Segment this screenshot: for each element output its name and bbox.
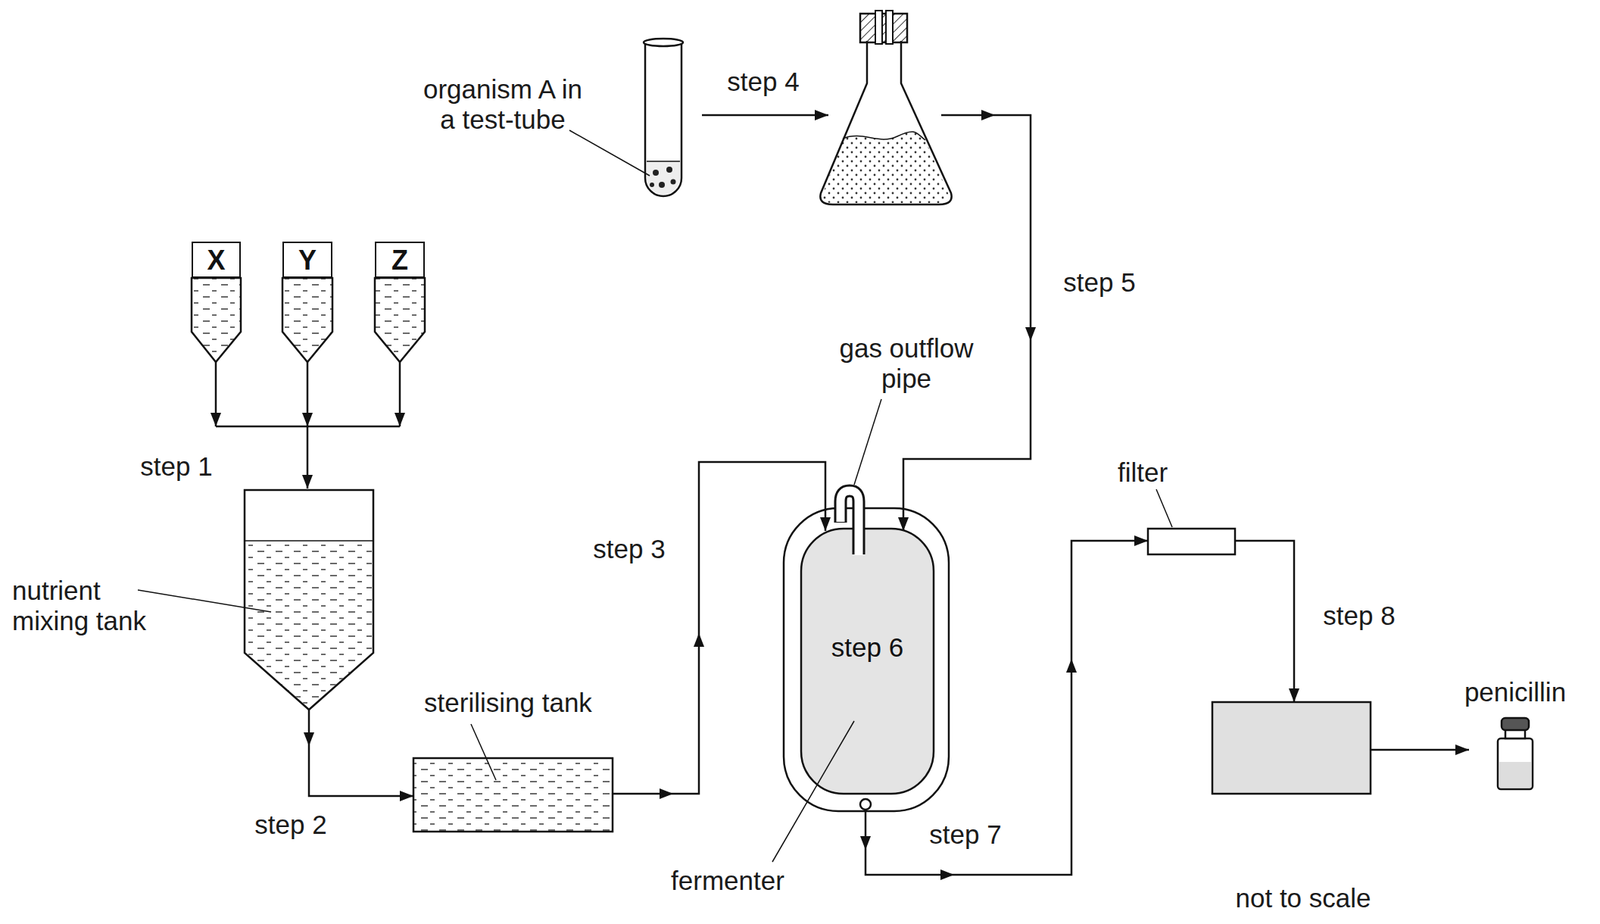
flow-arrow	[215, 361, 218, 427]
leader-line	[1156, 489, 1173, 528]
container-label-box: Z	[374, 241, 425, 278]
fermenter-vessel	[772, 399, 949, 862]
step-label: step 8	[1322, 600, 1395, 631]
leader-line	[569, 130, 650, 176]
test-tube	[658, 181, 665, 188]
step-label: step 3	[592, 533, 665, 565]
penicillin-bottle	[1501, 717, 1529, 730]
flow-arrow	[308, 745, 414, 796]
fermenter-vessel	[840, 490, 859, 556]
conical-flask	[820, 10, 952, 205]
leader-line	[137, 589, 272, 612]
nutrient-container	[191, 277, 425, 362]
fermenter-vessel	[801, 528, 934, 794]
fermenter-vessel	[840, 490, 859, 555]
flow-arrow	[865, 849, 955, 875]
test-tube	[643, 38, 684, 47]
flow-arrow	[612, 792, 674, 796]
filter-unit	[1147, 528, 1236, 555]
container-letter: Z	[391, 245, 409, 276]
mixing-tank	[244, 539, 374, 542]
part-label: sterilising tank	[424, 687, 593, 718]
step-label: step 7	[929, 819, 1002, 850]
product-label: penicillin	[1464, 676, 1566, 708]
flow-arrow	[215, 115, 1470, 875]
test-tube	[649, 182, 655, 188]
container-letter: Y	[298, 245, 317, 276]
container-label-box: X	[191, 241, 241, 278]
part-label: fermenter	[670, 865, 785, 896]
conical-flask	[885, 10, 893, 44]
organism-label: organism A in a test-tube	[414, 74, 591, 136]
flow-arrow	[698, 461, 826, 634]
test-tube	[646, 160, 680, 163]
conical-flask	[860, 13, 908, 43]
sterilising-tank	[413, 757, 613, 832]
fermenter-vessel	[783, 508, 949, 811]
nutrient-container	[282, 277, 333, 362]
conical-flask	[875, 10, 883, 44]
note-label: not to scale	[1235, 882, 1372, 914]
test-tube	[643, 38, 684, 197]
step-label: step 1	[140, 451, 213, 482]
purification-box	[1212, 701, 1371, 794]
flow-arrow	[864, 809, 868, 850]
purification-box	[1212, 701, 1371, 794]
test-tube	[652, 169, 659, 176]
flow-arrow	[994, 115, 1031, 341]
conical-flask	[842, 131, 926, 141]
filter-unit	[1147, 489, 1236, 555]
flow-arrow	[701, 114, 829, 117]
flow-arrow	[1370, 748, 1470, 752]
step-label: step 6	[831, 633, 904, 663]
flow-arrow	[306, 426, 309, 489]
flow-arrow	[1071, 540, 1148, 659]
penicillin-bottle	[1499, 761, 1532, 788]
test-tube	[666, 166, 673, 173]
flow-arrow	[306, 361, 309, 427]
step-label: step 4	[726, 66, 799, 97]
mixing-tank	[246, 540, 372, 708]
leader-line	[854, 399, 882, 485]
test-tube	[645, 42, 682, 197]
fermenter-node: step 6	[801, 528, 934, 794]
part-label: filter	[1117, 457, 1168, 488]
flow-arrow	[1235, 540, 1295, 702]
nutrient-container	[374, 277, 425, 362]
penicillin-bottle	[1497, 717, 1533, 790]
container-letter: X	[206, 245, 225, 276]
sterilising-tank	[413, 723, 613, 832]
penicillin-bottle	[1497, 738, 1533, 790]
part-label: gas outflow pipe	[826, 333, 987, 395]
test-tube	[646, 161, 680, 195]
mixing-tank	[137, 489, 374, 710]
part-label: nutrient mixing tank	[12, 575, 164, 637]
leader-line	[569, 130, 650, 176]
mixing-tank	[244, 489, 374, 710]
nutrient-container	[191, 277, 241, 362]
step-label: step 5	[1063, 267, 1136, 298]
test-tube	[670, 179, 677, 185]
flow-arrow	[673, 633, 699, 794]
container-label-box: Y	[282, 241, 333, 278]
step-label: step 2	[254, 809, 327, 840]
leader-line	[772, 720, 855, 862]
conical-flask	[820, 40, 952, 205]
flow-arrow	[941, 114, 995, 117]
leader-line	[470, 723, 496, 780]
flow-arrow	[308, 709, 311, 746]
flow-arrow	[399, 361, 402, 427]
fermenter-vessel	[860, 798, 871, 810]
